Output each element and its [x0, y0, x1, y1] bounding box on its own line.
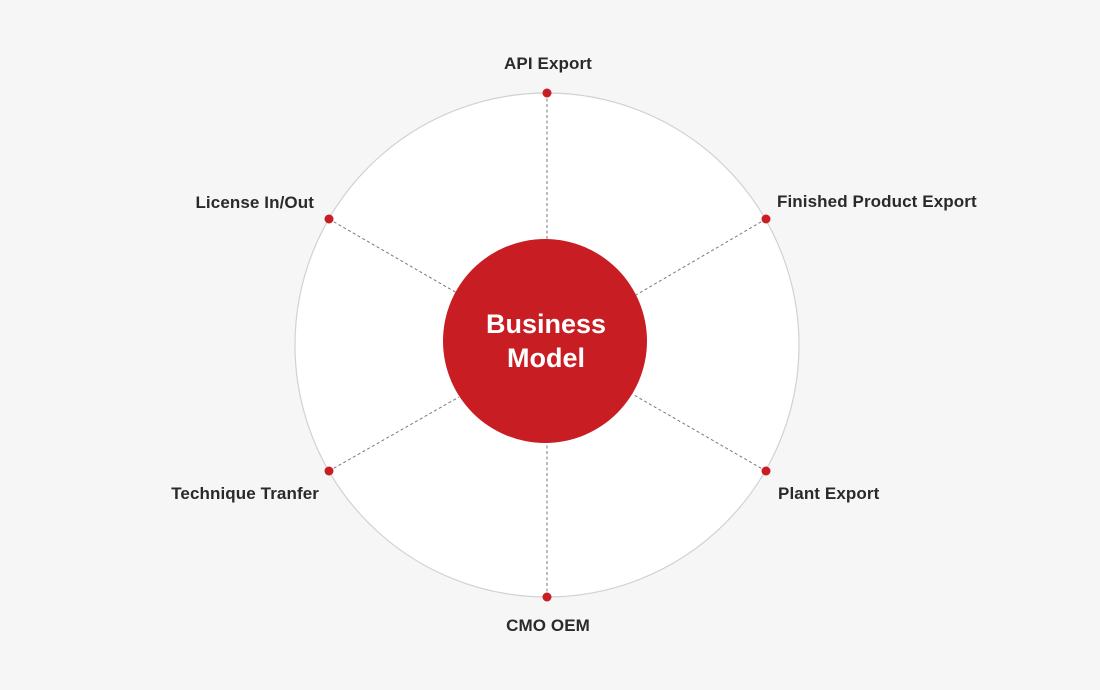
center-title-line2: Model: [507, 343, 585, 373]
connector-bottom-right: [633, 394, 767, 472]
connector-top-left: [328, 218, 458, 294]
center-title: Business Model: [446, 307, 646, 375]
node-dot-bottom-right: [761, 466, 771, 476]
connector-bottom-left: [328, 396, 460, 472]
center-title-line1: Business: [485, 309, 607, 339]
node-label-cmo-oem: CMO OEM: [506, 616, 590, 635]
node-dots: [324, 88, 771, 602]
node-dot-top-right: [761, 214, 771, 224]
node-label-plant-export: Plant Export: [778, 484, 880, 503]
node-label-finished-product-export: Finished Product Export: [777, 192, 977, 211]
node-label-technique-transfer: Technique Tranfer: [171, 484, 319, 503]
node-dot-top-left: [324, 214, 334, 224]
node-dot-bottom: [542, 592, 552, 602]
connectors: [328, 93, 767, 597]
node-label-api-export: API Export: [504, 54, 592, 73]
node-dot-bottom-left: [324, 466, 334, 476]
node-label-license-in-out: License In/Out: [195, 193, 314, 212]
node-dot-top: [542, 88, 552, 98]
center-circle: [443, 239, 647, 443]
